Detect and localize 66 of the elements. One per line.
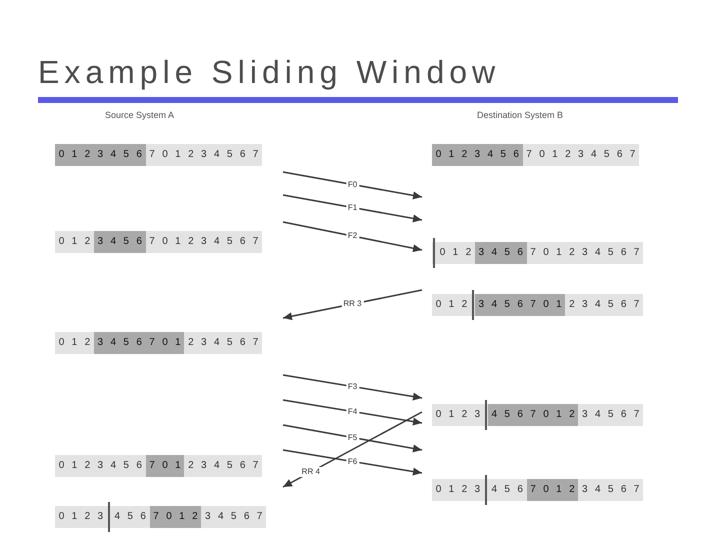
sequence-numbers: 3 4 5 6 7 0 1	[478, 298, 563, 312]
system-heading: Destination System B	[477, 110, 564, 120]
edge-label: F1	[346, 202, 360, 212]
edge-label: F0	[346, 180, 360, 190]
sequence-band	[55, 231, 262, 253]
arrow	[282, 171, 422, 200]
sequence-numbers: 7 0 1 2 3 4 5 6 7	[148, 235, 260, 249]
sequence-numbers: 0 1 2 3	[434, 408, 482, 422]
sequence-numbers: 4 5 6 7 0 1 2	[490, 408, 576, 422]
window-box	[94, 231, 146, 253]
arrow	[282, 289, 422, 320]
arrow	[282, 411, 422, 488]
arrow	[282, 194, 422, 222]
window-box	[150, 506, 202, 528]
sequence-numbers: 2 3 4 5 6 7	[187, 336, 260, 350]
window-box	[432, 144, 523, 166]
arrow	[282, 449, 422, 476]
sequence-band	[55, 144, 262, 166]
sequence-numbers: 4 5 6	[490, 483, 524, 497]
sequence-numbers: 4 5 6	[113, 510, 147, 524]
sequence-band	[432, 144, 640, 166]
sequence-numbers: 3 4 5 6	[96, 235, 143, 249]
sequence-numbers: 0 1 2	[438, 246, 472, 260]
system-heading: Source System A	[105, 110, 174, 120]
window-box	[488, 404, 578, 426]
sequence-band	[55, 332, 262, 354]
arrow	[282, 399, 422, 426]
arrow	[282, 424, 422, 452]
edge-label: F6	[346, 456, 360, 466]
sequence-numbers: 7 0 1 2	[529, 483, 576, 497]
sequence-numbers: 0 1 2	[58, 336, 92, 350]
sequence-numbers: 3 4 5 6 7	[581, 483, 640, 497]
sequence-numbers: 3 4 5 6	[478, 246, 524, 260]
slide-title: Example Sliding Window	[38, 54, 500, 91]
arrow	[282, 221, 422, 252]
edge-label: RR 4	[300, 467, 322, 477]
sequence-numbers: 0 1 2 3 4 5 6	[434, 148, 520, 162]
sequence-numbers: 3 4 5 6 7 0 1	[96, 336, 182, 350]
edge-label: F3	[346, 382, 360, 392]
edge-label: F5	[346, 432, 360, 442]
sequence-numbers: 0 1 2 3 4 5 6	[58, 148, 143, 162]
sequence-numbers: 3 4 5 6 7	[204, 510, 264, 524]
sequence-numbers: 7 0 1 2 3 4 5 6 7	[525, 148, 636, 162]
edge-label: RR 3	[341, 299, 364, 309]
sequence-numbers: 7 0 1 2 3 4 5 6 7	[148, 148, 260, 162]
window-box	[55, 144, 146, 166]
arrow	[282, 374, 422, 400]
sequence-numbers: 0 1 2 3	[434, 483, 482, 497]
sequence-numbers: 0 1 2	[58, 235, 92, 249]
window-box	[94, 332, 184, 354]
sequence-numbers: 3 4 5 6 7	[581, 408, 640, 422]
sequence-numbers: 2 3 4 5 6 7	[568, 298, 640, 312]
sequence-numbers: 7 0 1	[148, 459, 182, 473]
edge-label: F4	[346, 406, 360, 416]
sequence-numbers: 0 1 2	[434, 298, 468, 312]
edge-label: F2	[346, 231, 360, 241]
sequence-numbers: 0 1 2 3 4 5 6	[58, 459, 143, 473]
sequence-numbers: 7 0 1 2 3 4 5 6 7	[529, 246, 640, 260]
sequence-numbers: 2 3 4 5 6 7	[187, 459, 260, 473]
window-box	[474, 242, 527, 264]
sequence-numbers: 0 1 2 3	[58, 510, 104, 524]
sequence-numbers: 7 0 1 2	[152, 510, 199, 524]
window-box	[526, 479, 578, 501]
sequence-band	[55, 455, 262, 477]
window-box	[474, 294, 566, 316]
window-box	[146, 455, 184, 477]
